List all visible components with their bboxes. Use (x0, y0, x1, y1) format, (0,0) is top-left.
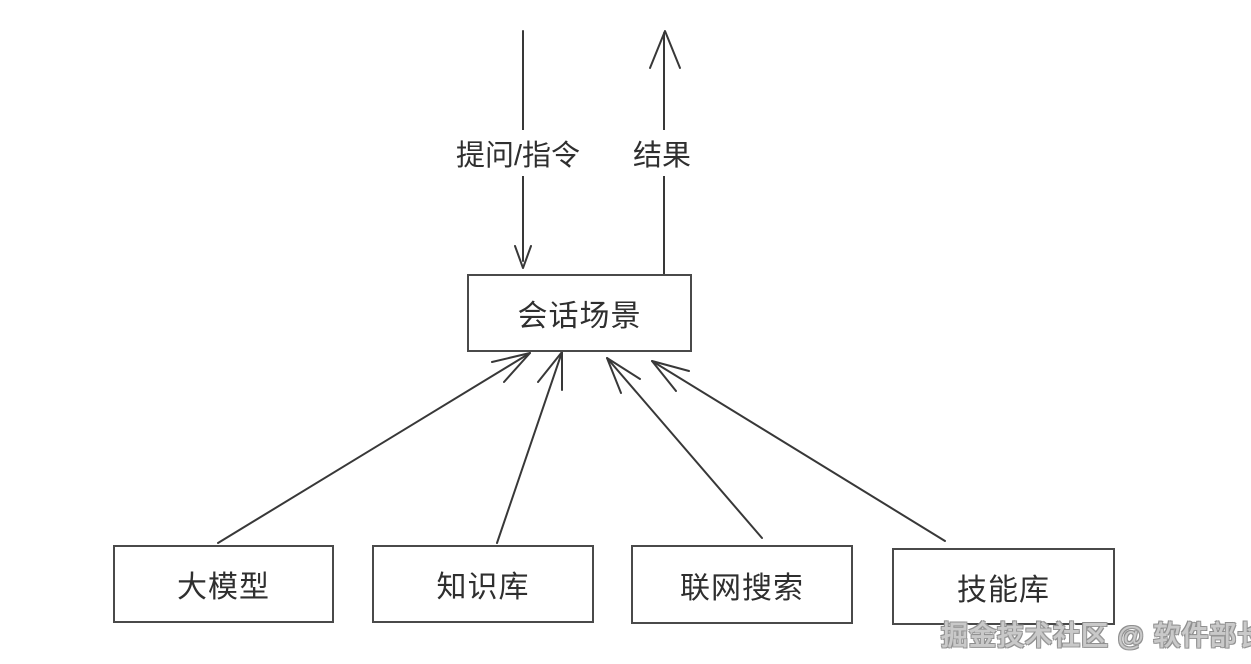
node-skill-library-label: 技能库 (957, 573, 1050, 607)
node-web-search: 联网搜索 (631, 545, 853, 624)
node-skill-library: 技能库 (892, 548, 1115, 625)
edge-label-question-command: 提问/指令 (449, 130, 588, 176)
arrow-web-to-scene (606, 357, 763, 539)
edge-label-result: 结果 (626, 130, 699, 176)
arrow-llm-to-scene (217, 352, 531, 544)
watermark-text: 掘金技术社区 @ 软件部长 (941, 621, 1251, 651)
node-knowledge-base: 知识库 (372, 545, 594, 623)
arrow-skills-to-scene (651, 360, 946, 542)
node-web-search-label: 联网搜索 (680, 571, 804, 605)
node-conversation-scene: 会话场景 (467, 274, 692, 352)
node-large-model: 大模型 (113, 545, 334, 623)
node-knowledge-base-label: 知识库 (436, 571, 530, 604)
node-conversation-scene-label: 会话场景 (517, 300, 642, 333)
node-large-model-label: 大模型 (177, 571, 270, 604)
arrow-kb-to-scene (496, 351, 563, 544)
